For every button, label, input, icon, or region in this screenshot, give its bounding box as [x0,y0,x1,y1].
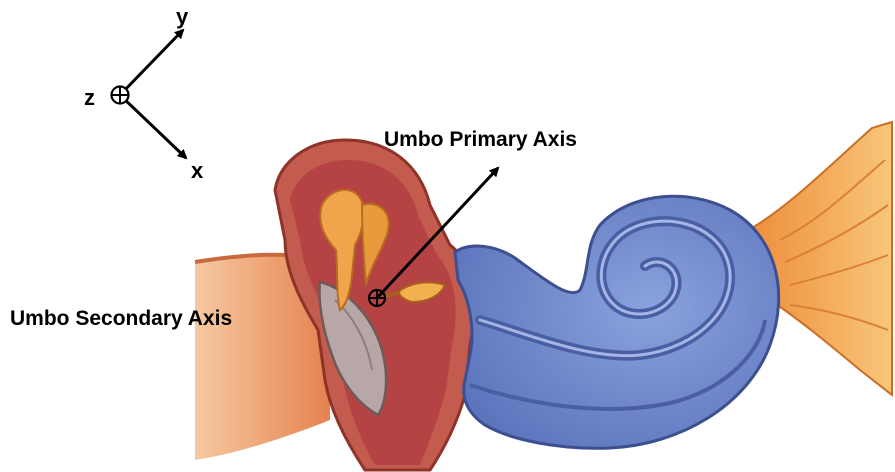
x-axis-arrow [120,95,186,158]
z-axis-icon [111,86,129,104]
coordinate-axes [111,30,186,158]
primary-axis-label: Umbo Primary Axis [384,129,577,150]
secondary-axis-label: Umbo Secondary Axis [10,308,232,329]
umbo-point-icon [369,290,385,306]
y-axis-label: y [176,6,188,28]
z-axis-label: z [84,87,95,109]
x-axis-label: x [191,160,203,182]
y-axis-arrow [120,30,183,95]
